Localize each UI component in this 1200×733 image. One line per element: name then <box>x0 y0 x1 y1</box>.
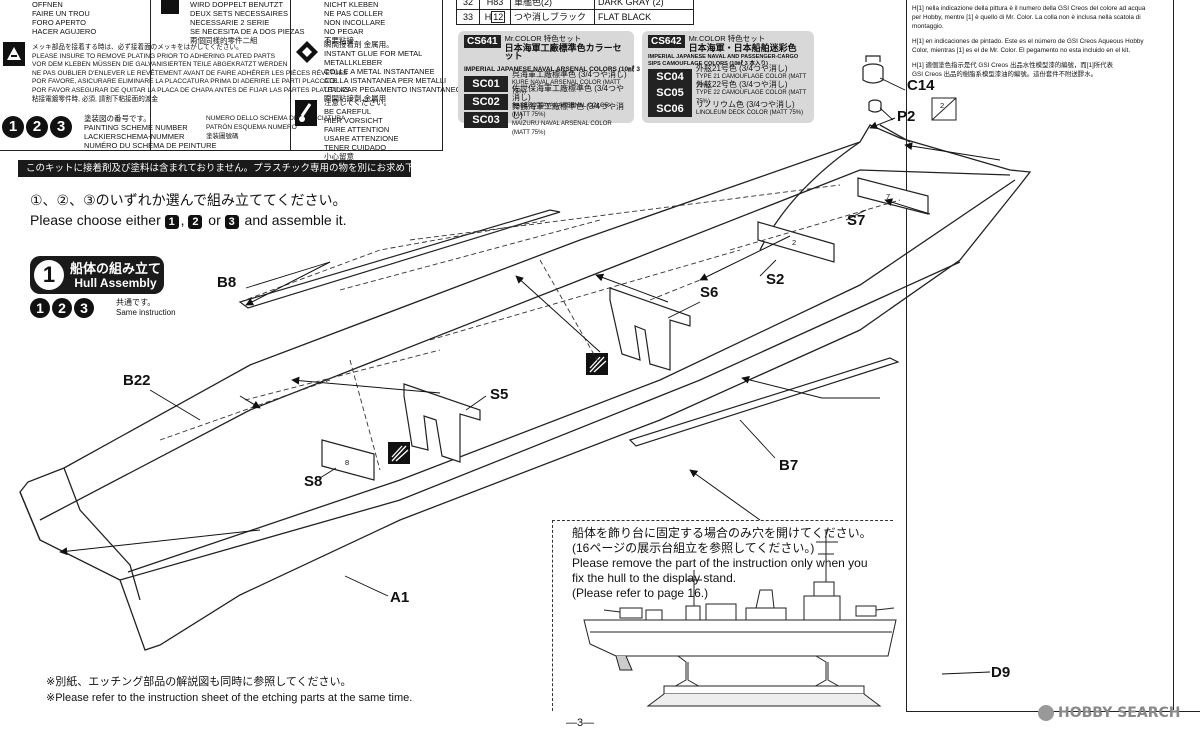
choose-instruction: ①、②、③のいずれか選んで組み立ててください。 Please choose ei… <box>30 190 347 230</box>
paint-item-sc04: SC04 外舷21号色 (3/4つや消し)TYPE 21 CAMOUFLAGE … <box>648 64 808 89</box>
right-column-rule <box>1173 0 1174 710</box>
double-parts-icon <box>160 0 180 16</box>
watermark: HOBBY SEARCH <box>1038 705 1180 721</box>
double-parts-text: WIRD DOPPELT BENUTZT DEUX SETS NECESSAIR… <box>190 0 305 45</box>
symbol-divider <box>290 0 291 150</box>
cs642-code: CS642 <box>648 35 685 48</box>
part-s2 <box>757 221 835 263</box>
label-b7: B7 <box>779 457 799 474</box>
step-title-en: Hull Assembly <box>74 275 157 290</box>
right-notes: H[1] nella indicazione della pittura è i… <box>912 5 1146 78</box>
part-s8-number: 8 <box>345 458 350 467</box>
stand-note: 船体を飾り台に固定する場合のみ穴を開けてください。 (16ページの展示台組立を参… <box>572 526 872 600</box>
hull-a1-outline <box>19 124 1032 651</box>
cs642-brand: Mr.COLOR 特色セット <box>688 34 766 43</box>
step-title-jp: 船体の組み立て <box>70 260 162 276</box>
page-number: —3— <box>566 717 595 729</box>
label-a1: A1 <box>390 589 410 606</box>
part-s5 <box>403 383 481 463</box>
plating-warning-icon <box>3 42 25 66</box>
label-s5: S5 <box>490 386 509 403</box>
part-s8 <box>321 439 375 481</box>
part-c14 <box>862 55 884 84</box>
part-s7 <box>857 177 929 215</box>
choose-jp: ①、②、③のいずれか選んで組み立ててください。 <box>30 192 347 208</box>
label-s7: S7 <box>847 212 866 229</box>
part-s7-number: 7 <box>886 192 891 201</box>
label-p2: P2 <box>897 108 916 125</box>
hobby-search-logo-icon <box>1038 705 1054 721</box>
label-s8: S8 <box>304 473 323 490</box>
drill-hole-text: OFFNEN FAIRE UN TROU FORO APERTO HACER A… <box>32 0 97 36</box>
part-s6 <box>609 287 691 371</box>
plating-warning-text: メッキ部品を接着する時は、必ず接着面のメッキをはがしてください。 PLEASE … <box>32 44 350 103</box>
symbol-legend-panel <box>0 0 443 151</box>
part-b8 <box>238 209 561 309</box>
paint-row: 32 H83 軍艦色(2) DARK GRAY (2) <box>456 0 694 10</box>
cs641-brand: Mr.COLOR 特色セット <box>504 34 582 43</box>
cs641-code: CS641 <box>464 35 501 48</box>
no-glue-text: NICHT KLEBEN NE PAS COLLER NON INCOLLARE… <box>324 0 386 45</box>
label-s6: S6 <box>700 284 719 301</box>
label-c14: C14 <box>907 77 935 94</box>
cs641-panel: CS641 Mr.COLOR 特色セット 日本海軍工廠標準色カラーセット IMP… <box>458 31 664 136</box>
label-d9: D9 <box>991 664 1011 681</box>
part-p2 <box>868 99 882 113</box>
choose-en: Please choose either 1, 2 or 3 and assem… <box>30 212 347 229</box>
metal-glue-icon <box>295 40 319 64</box>
metal-glue-text: 瞬間接着剤 金属用。 INSTANT GLUE FOR METAL METALL… <box>324 40 462 103</box>
step-number: 1 <box>34 260 64 290</box>
scheme-number-text-2: NUMERO DELLO SCHEMA DI VERNICIATURA PATR… <box>206 115 346 140</box>
label-b8: B8 <box>217 274 237 291</box>
etched-part-icon <box>931 97 957 121</box>
cs642-subtitle: IMPERIAL JAPANESE NAVAL AND PASSENGER-CA… <box>648 54 799 67</box>
scheme-number-text: 塗装図の番号です。 PAINTING SCHEME NUMBER LACKIER… <box>84 114 217 150</box>
cs641-subtitle: IMPERIAL JAPANESE NAVAL ARSENAL COLORS (… <box>464 65 664 73</box>
ship-profile-drawing <box>583 530 897 707</box>
cs642-panel: CS642 Mr.COLOR 特色セット 日本海軍・日本船舶迷彩色 IMPERI… <box>642 31 814 123</box>
paint-item-sc06: SC06 リノリウム色 (3/4つや消し)LINOLEUM DECK COLOR… <box>648 100 808 117</box>
part-p2-number: 2 <box>940 101 945 110</box>
cs642-title: 日本海軍・日本船舶迷彩色 <box>688 42 797 53</box>
symbol-divider <box>150 0 151 150</box>
cs641-title: 日本海軍工廠標準色カラーセット <box>504 42 622 61</box>
caution-text: 注意してください。 BE CAREFUL HIER VORSICHT FAIRE… <box>324 98 399 161</box>
label-b22: B22 <box>123 372 151 389</box>
part-s2-number: 2 <box>792 238 797 247</box>
notice-text: このキットに接着剤及び塗料は含まれておりません。プラスチック専用の物を別にお求め… <box>26 163 411 174</box>
part-b7 <box>628 357 900 447</box>
label-s2: S2 <box>766 271 785 288</box>
display-stand-box <box>552 520 893 711</box>
common-scheme-text: 共通です。 Same instruction <box>116 298 176 317</box>
paint-item-sc02: SC02 佐世保海軍工廠標準色 (3/4つや消し)SASEBO NAVAL AR… <box>464 84 628 118</box>
paint-item-sc01: SC01 呉海軍工廠標準色 (3/4つや消し)KURE NAVAL ARSENA… <box>464 70 628 95</box>
d9-leader <box>941 671 991 675</box>
step-badge: 1 船体の組み立て Hull Assembly <box>30 256 164 294</box>
paint-item-sc03: SC03 舞鶴海軍工廠標準色 (3/4つや消し)MAIZURU NAVAL AR… <box>464 102 628 136</box>
paint-item-sc05: SC05 外舷22号色 (3/4つや消し)TYPE 22 CAMOUFLAGE … <box>648 80 808 105</box>
notice-bar: このキットに接着剤及び塗料は含まれておりません。プラスチック専用の物を別にお求め… <box>18 160 411 177</box>
etched-detail-icon <box>388 353 608 464</box>
footer-note: ※別紙、エッチング部品の解説図も同時に参照してください。 ※Please ref… <box>46 676 413 704</box>
caution-icon <box>295 100 317 126</box>
